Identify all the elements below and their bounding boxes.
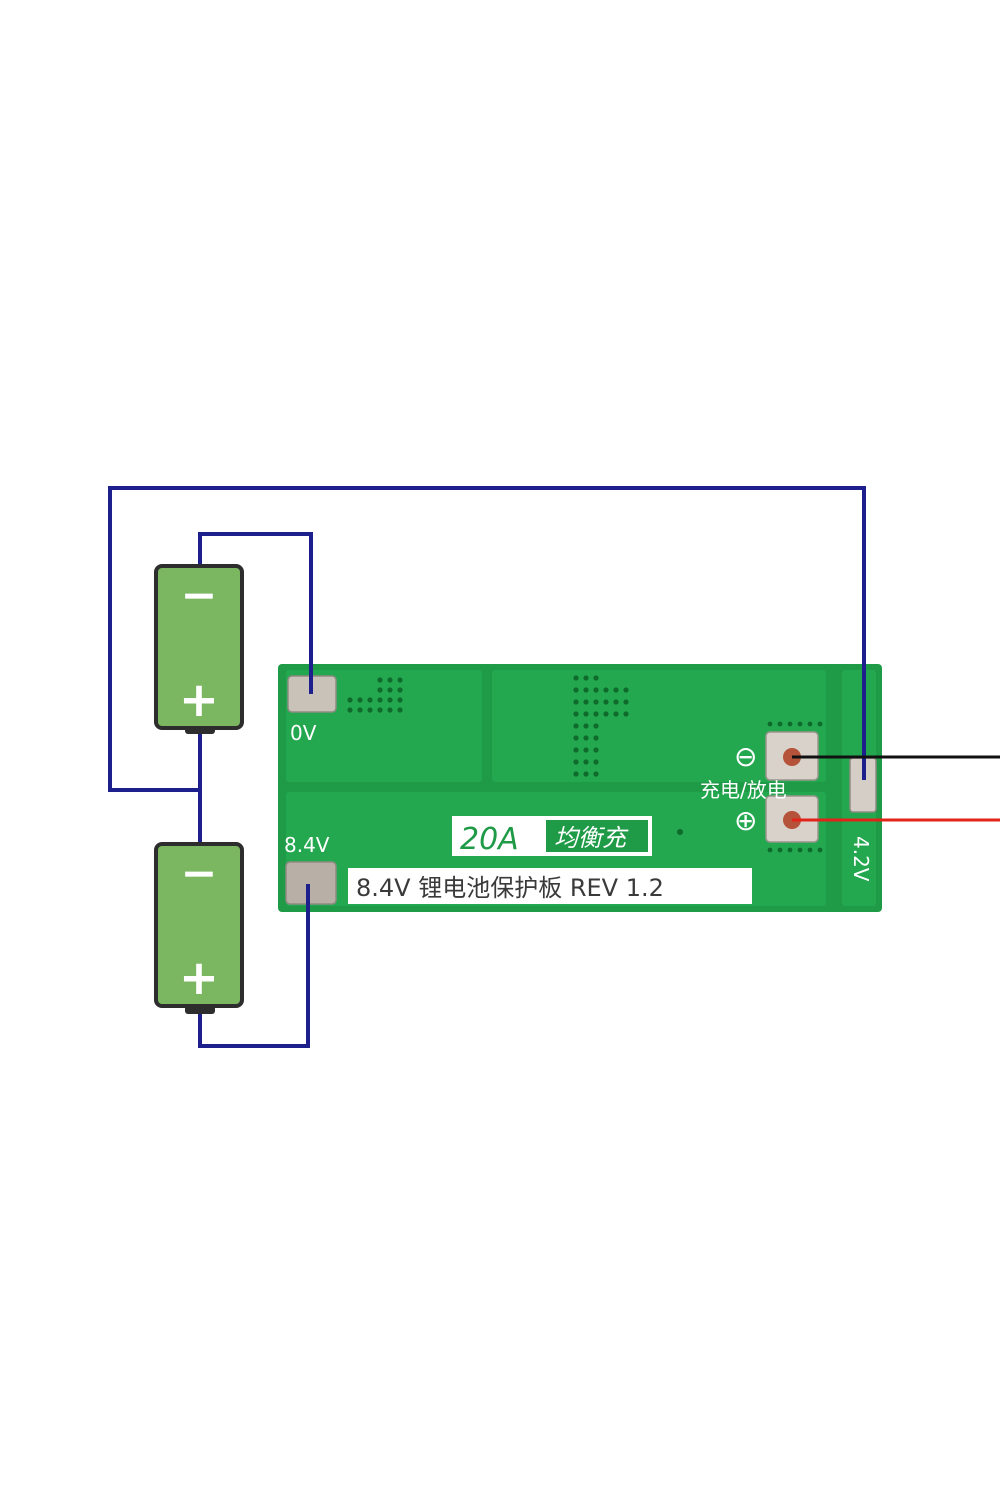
battery-top-body [154, 564, 244, 730]
label-charge-discharge: 充电/放电 [700, 778, 787, 802]
battery-bottom-plus: + [179, 950, 219, 1006]
title-strip [348, 868, 752, 904]
battery-bottom-minus: − [181, 848, 218, 899]
wire-battery2-plus-to-8v4 [198, 884, 310, 1048]
pad-8v4 [285, 861, 337, 905]
board-title: 8.4V 锂电池保护板 REV 1.2 [356, 874, 664, 902]
battery-top-plus: + [179, 672, 219, 728]
balance-label: 均衡充 [554, 824, 629, 852]
wires [108, 486, 1000, 1048]
test-point [677, 829, 683, 835]
battery-bottom: − + [154, 842, 244, 1014]
current-rating: 20A [460, 822, 519, 857]
label-0v: 0V [290, 721, 317, 745]
battery-top-minus: − [181, 570, 218, 621]
battery-bottom-body [154, 842, 244, 1008]
balance-box [546, 820, 648, 852]
via-grid-middle [573, 675, 629, 777]
symbol-plus: ⊕ [734, 804, 757, 837]
via-grid-left [347, 677, 403, 713]
protection-board: 0V 8.4V 4.2V ⊖ ⊕ 充电/放电 20A 均衡充 8.4V 锂电池保… [278, 664, 882, 912]
via-grid-right [767, 721, 823, 853]
battery-top: − + [154, 564, 244, 734]
label-4v2: 4.2V [849, 836, 873, 882]
copper-region-mid [492, 670, 826, 782]
wire-battery1-minus-to-0v [198, 532, 313, 694]
wire-outer-loop [108, 486, 866, 792]
symbol-minus: ⊖ [734, 740, 757, 773]
label-8v4: 8.4V [284, 833, 330, 857]
